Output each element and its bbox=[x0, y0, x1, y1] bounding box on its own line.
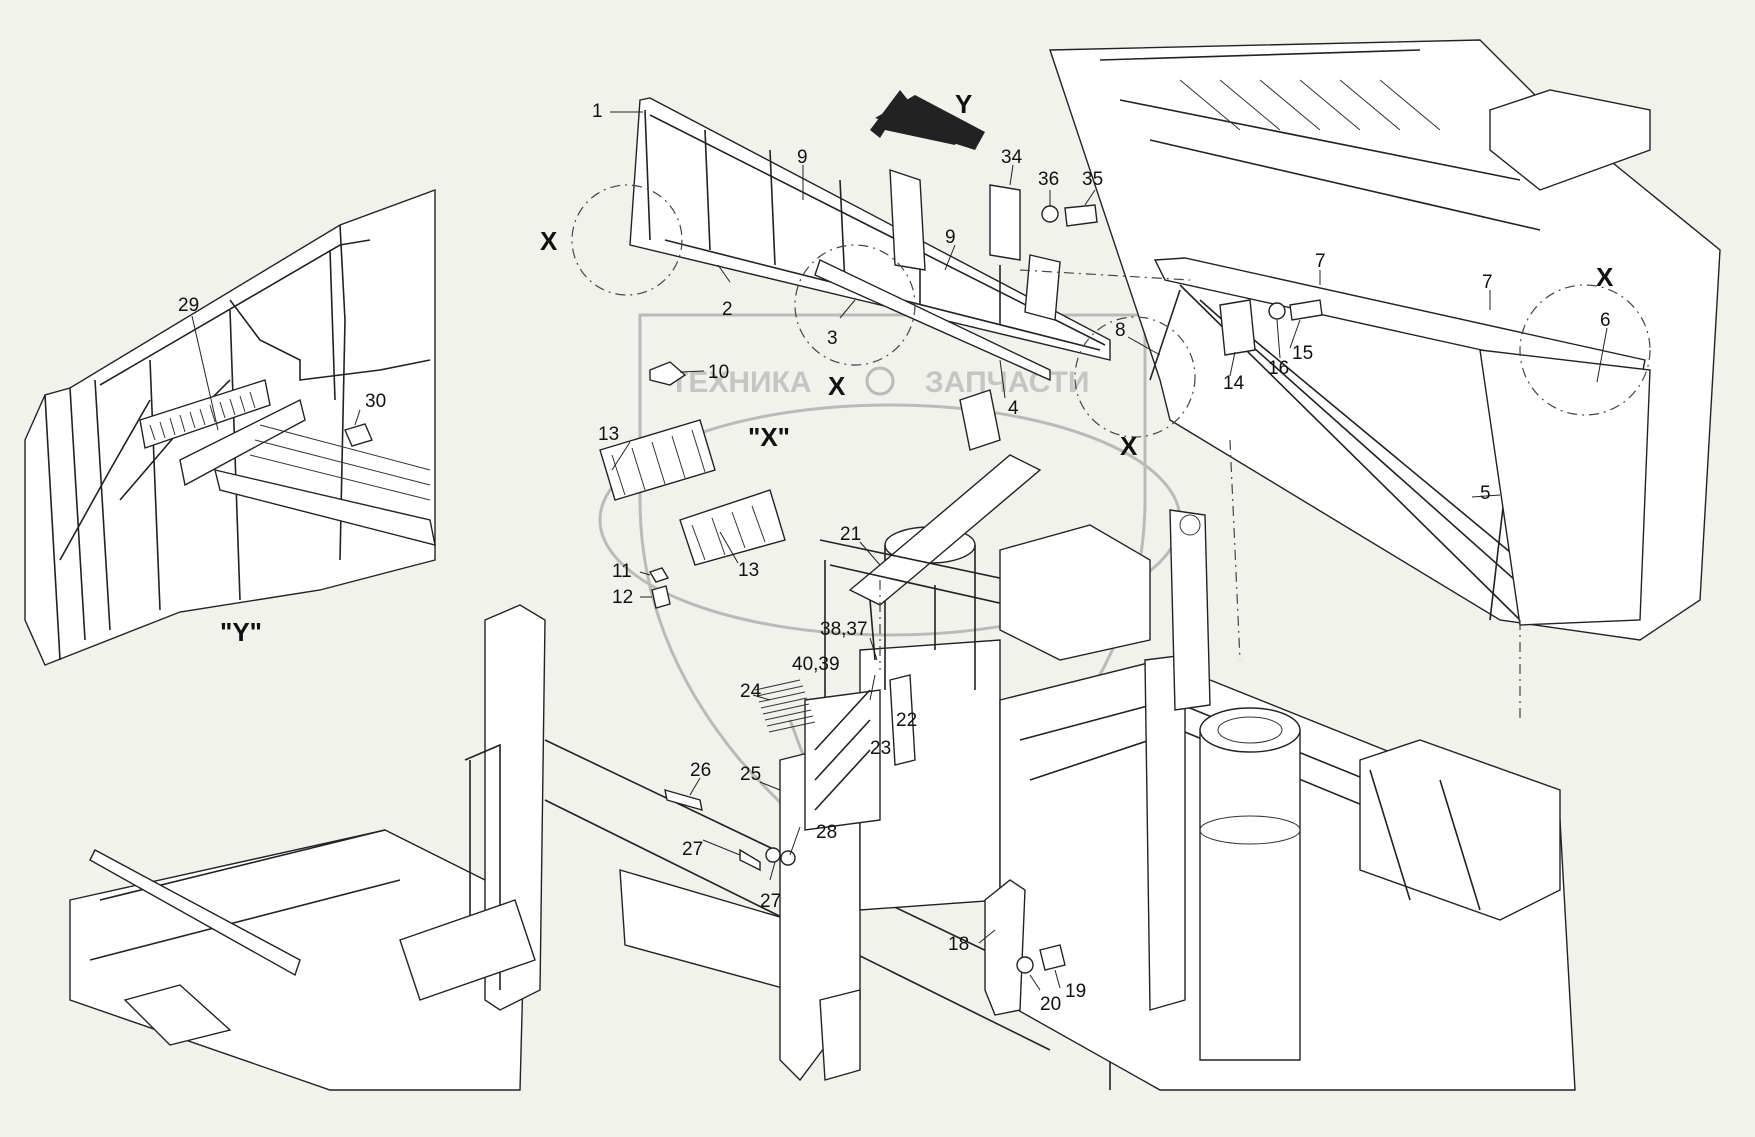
upper-left-panel bbox=[629, 97, 1111, 382]
callout-21: 21 bbox=[840, 524, 861, 545]
washer-16 bbox=[1268, 302, 1286, 320]
callout-30: 30 bbox=[365, 391, 386, 412]
arrow-y-label: Y bbox=[955, 89, 972, 119]
view-direction-arrow: Y bbox=[870, 89, 985, 150]
callout-2: 2 bbox=[722, 299, 733, 320]
callout-7: 7 bbox=[1315, 251, 1326, 272]
callout-7: 7 bbox=[1482, 272, 1493, 293]
upper-right-panel bbox=[989, 39, 1721, 641]
callout-28: 28 bbox=[816, 822, 837, 843]
section-mark-x: X bbox=[828, 371, 846, 401]
callout-36: 36 bbox=[1038, 169, 1059, 190]
callout-27: 27 bbox=[682, 839, 703, 860]
callout-9: 9 bbox=[945, 227, 956, 248]
section-mark-x: X bbox=[540, 226, 558, 256]
callout-11: 11 bbox=[612, 561, 632, 582]
callout-13: 13 bbox=[598, 424, 619, 445]
callout-3: 3 bbox=[827, 328, 838, 349]
callout-14: 14 bbox=[1223, 373, 1245, 394]
screw-12 bbox=[651, 585, 671, 609]
detail-view-x bbox=[599, 361, 786, 609]
washer-36 bbox=[1041, 205, 1059, 223]
tower-pipe bbox=[1199, 729, 1301, 1061]
hinge-4 bbox=[959, 389, 1001, 451]
view-label-y: "Y" bbox=[220, 617, 262, 647]
bolt-30 bbox=[344, 423, 373, 447]
right-bracket bbox=[1169, 509, 1211, 711]
view-label-x: "X" bbox=[748, 422, 790, 452]
callout-40-39: 40,39 bbox=[792, 654, 840, 675]
callout-10: 10 bbox=[708, 362, 729, 383]
callout-13: 13 bbox=[738, 560, 759, 581]
leader-lines bbox=[610, 111, 1608, 991]
callout-9: 9 bbox=[797, 147, 808, 168]
detail-view-y bbox=[24, 188, 436, 666]
hinge-34 bbox=[989, 184, 1021, 261]
callout-25: 25 bbox=[740, 764, 761, 785]
callout-34: 34 bbox=[1001, 147, 1023, 168]
gear-icon bbox=[865, 366, 895, 396]
callout-8: 8 bbox=[1115, 320, 1126, 341]
callout-38-37: 38,37 bbox=[820, 619, 868, 640]
callout-6: 6 bbox=[1600, 310, 1611, 331]
section-markers bbox=[571, 184, 1651, 720]
section-mark-x: X bbox=[1596, 262, 1614, 292]
callout-26: 26 bbox=[690, 760, 711, 781]
callouts: 1 2 3 4 5 6 7 7 8 9 9 10 11 12 13 13 14 … bbox=[178, 101, 1611, 1015]
callout-23: 23 bbox=[870, 738, 891, 759]
bolt-15 bbox=[1289, 299, 1323, 321]
watermark-right-text: ЗАПЧАСТИ bbox=[925, 366, 1089, 399]
callout-24: 24 bbox=[740, 681, 762, 702]
washer-20 bbox=[1016, 956, 1034, 974]
callout-5: 5 bbox=[1480, 483, 1491, 504]
callout-29: 29 bbox=[178, 295, 199, 316]
washer-11 bbox=[648, 567, 670, 583]
callout-4: 4 bbox=[1008, 398, 1019, 419]
callout-16: 16 bbox=[1268, 358, 1289, 379]
callout-35: 35 bbox=[1082, 169, 1103, 190]
callout-20: 20 bbox=[1040, 994, 1061, 1015]
seal-13-lower bbox=[679, 489, 786, 566]
section-mark-x: X bbox=[1120, 431, 1138, 461]
callout-12: 12 bbox=[612, 587, 633, 608]
callout-19: 19 bbox=[1065, 981, 1086, 1002]
callout-18: 18 bbox=[948, 934, 969, 955]
hinge-14 bbox=[1219, 299, 1256, 356]
bolt-35 bbox=[1064, 204, 1098, 227]
bolt-19 bbox=[1039, 944, 1066, 971]
clip-10 bbox=[649, 361, 687, 386]
watermark-left-text: ТЕХНИКА bbox=[670, 366, 812, 399]
main-frame bbox=[69, 389, 1576, 1091]
callout-27: 27 bbox=[760, 891, 781, 912]
callout-22: 22 bbox=[896, 710, 917, 731]
callout-15: 15 bbox=[1292, 343, 1313, 364]
callout-1: 1 bbox=[592, 101, 603, 122]
